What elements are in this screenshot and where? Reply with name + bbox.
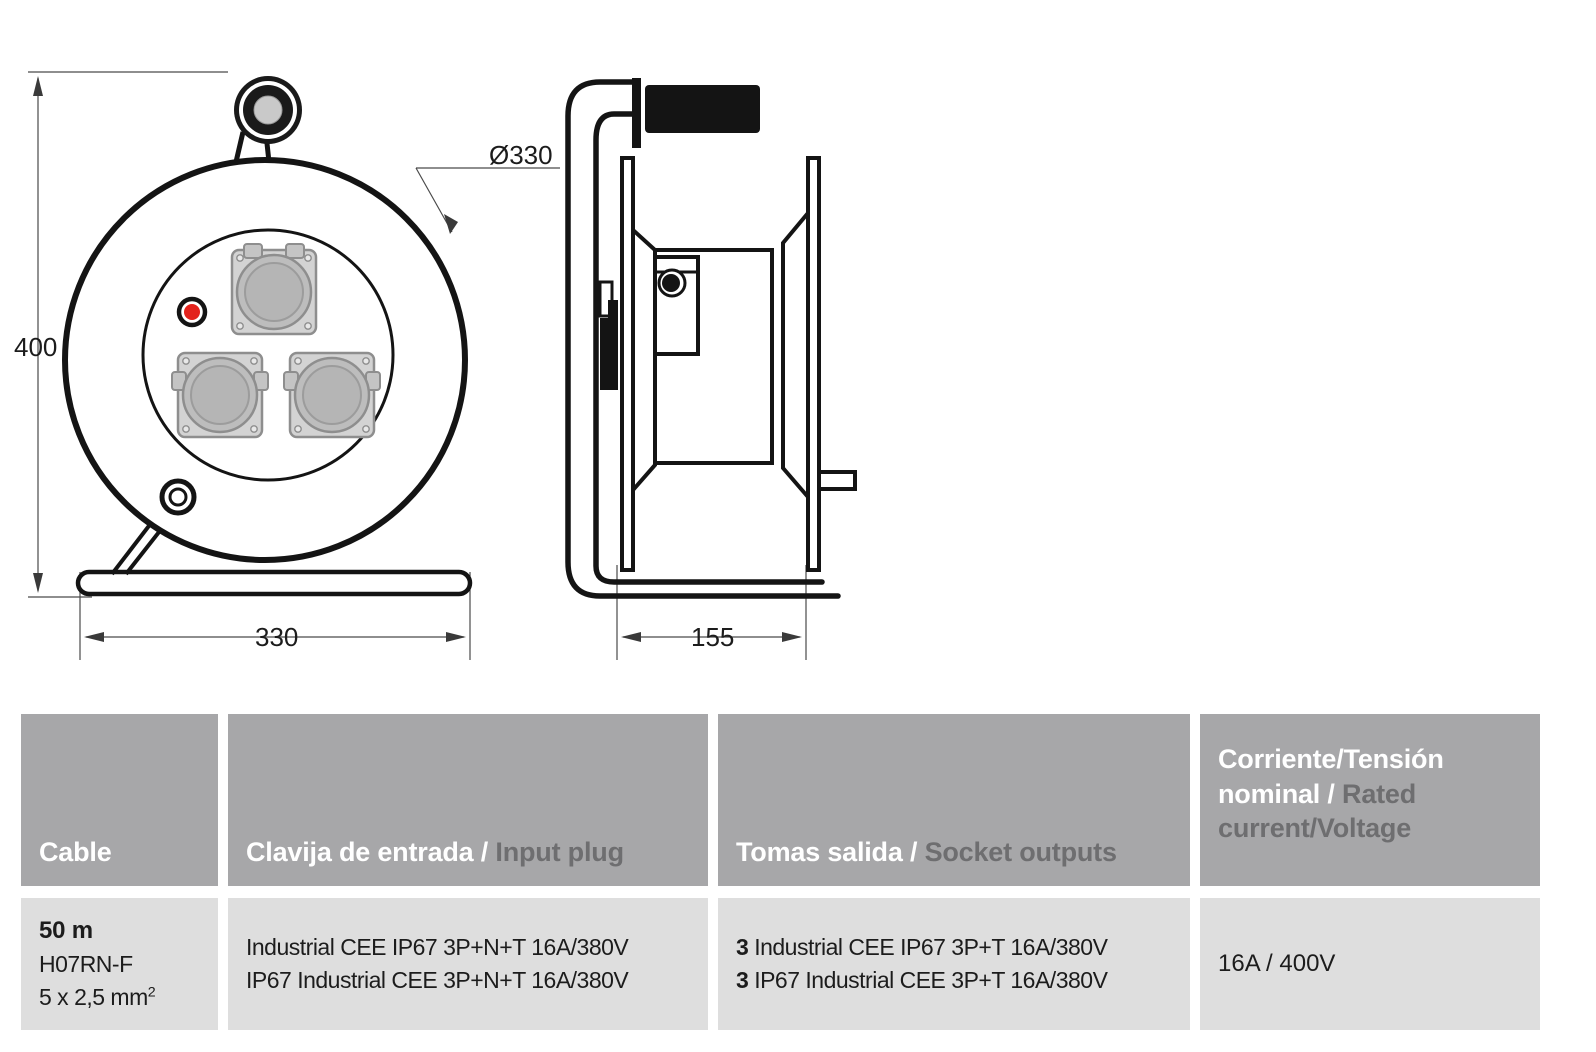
- socket-outputs-count-es: 3: [736, 934, 749, 961]
- handle-grip: [645, 85, 760, 133]
- socket-screw-br: [362, 425, 370, 433]
- table-header-socket-outputs: Tomas salida / Socket outputs: [718, 714, 1190, 886]
- side-foot-peg: [817, 470, 857, 491]
- technical-drawing: 400 Ø330 330 155: [14, 71, 857, 660]
- header-en-rated: Rated current/Voltage: [1218, 778, 1417, 844]
- header-es-cable: Cable: [39, 837, 112, 868]
- indicator-lens: [184, 304, 200, 320]
- arrow-400-top: [33, 76, 43, 96]
- socket-screw-tr: [362, 357, 370, 365]
- table-cell-input-plug: Industrial CEE IP67 3P+N+T 16A/380V IP67…: [228, 898, 708, 1030]
- socket-screw-bl: [236, 322, 244, 330]
- arrow-400-bottom: [33, 573, 43, 593]
- side-view: [565, 78, 857, 599]
- cable-section: 5 x 2,5 mm2: [39, 984, 156, 1011]
- header-text-socket-outputs: Tomas salida / Socket outputs: [736, 835, 1117, 870]
- socket-outputs-en-row: 3 IP67 Industrial CEE 3P+T 16A/380V: [736, 964, 1172, 997]
- red-indicator-light: [176, 296, 208, 328]
- table-cell-rated: 16A / 400V: [1200, 898, 1540, 1030]
- drawing-svg: [28, 71, 857, 660]
- dimension-label-width: 330: [255, 622, 299, 652]
- header-en-socket-outputs: Socket outputs: [924, 837, 1117, 868]
- socket-screw-br: [304, 322, 312, 330]
- socket-outlet-bottom-left: [171, 351, 269, 439]
- header-text-input-plug: Clavija de entrada / Input plug: [246, 835, 624, 870]
- eyelet-ring: [159, 478, 197, 516]
- frame-outer-tube: [565, 79, 841, 599]
- socket-screw-tl: [182, 357, 190, 365]
- socket-face: [190, 365, 250, 425]
- drum-flange-right: [806, 156, 821, 572]
- front-stand: [75, 569, 473, 597]
- header-es-input-plug: Clavija de entrada: [246, 837, 474, 868]
- frame-inner-tube: [593, 111, 825, 585]
- specification-table: Cable Clavija de entrada / Input plug To…: [21, 714, 1540, 1030]
- socket-screw-tr: [304, 254, 312, 262]
- side-gland-nub: [608, 300, 618, 322]
- base-bar: [75, 569, 473, 597]
- socket-clip-right: [285, 243, 305, 259]
- socket-screw-tl: [294, 357, 302, 365]
- front-view: [62, 76, 473, 597]
- socket-outlet-top: [230, 243, 318, 336]
- socket-outputs-count-en: 3: [736, 967, 749, 993]
- dimension-label-depth: 155: [691, 622, 735, 652]
- dimension-label-height: 400: [14, 332, 58, 362]
- table-cell-socket-outputs: 3 Industrial CEE IP67 3P+T 16A/380V 3 IP…: [718, 898, 1190, 1030]
- socket-face: [244, 262, 304, 322]
- handle-post: [632, 78, 641, 148]
- header-text-cable: Cable: [39, 835, 112, 870]
- header-sep-rated: /: [1320, 778, 1343, 809]
- drum-flange-left: [620, 156, 635, 572]
- socket-clip-left: [243, 243, 263, 259]
- table-header-cable: Cable: [21, 714, 218, 886]
- table-header-input-plug: Clavija de entrada / Input plug: [228, 714, 708, 886]
- socket-screw-br: [250, 425, 258, 433]
- arrow-155-left: [621, 632, 641, 642]
- dimension-arrowheads: [33, 76, 802, 642]
- arrow-155-right: [782, 632, 802, 642]
- arrow-330-left: [84, 632, 104, 642]
- socket-screw-tl: [236, 254, 244, 262]
- cable-length: 50 m: [39, 917, 93, 945]
- arrow-diameter-leader: [444, 214, 458, 234]
- header-sep-input-plug: /: [473, 837, 496, 868]
- input-plug-es: Industrial CEE IP67 3P+N+T 16A/380V: [246, 934, 629, 961]
- socket-outputs-es-row: 3 Industrial CEE IP67 3P+T 16A/380V: [736, 931, 1172, 964]
- table-header-rated: Corriente/Tensión nominal / Rated curren…: [1200, 714, 1540, 886]
- crank-knob: [234, 76, 302, 144]
- header-sep-socket-outputs: /: [902, 837, 925, 868]
- header-es-socket-outputs: Tomas salida: [736, 837, 903, 868]
- crank-arm-left: [233, 131, 246, 163]
- header-es-rated: Corriente/Tensión nominal: [1218, 744, 1444, 809]
- socket-outputs-en: IP67 Industrial CEE 3P+T 16A/380V: [754, 967, 1108, 993]
- eyelet-inner: [168, 487, 188, 507]
- socket-screw-tr: [250, 357, 258, 365]
- hub-right-taper: [781, 211, 810, 499]
- socket-outputs-es: Industrial CEE IP67 3P+T 16A/380V: [754, 934, 1108, 961]
- rated-value: 16A / 400V: [1218, 949, 1336, 977]
- socket-face: [302, 365, 362, 425]
- side-gland-block: [600, 318, 618, 390]
- input-plug-en: IP67 Industrial CEE 3P+N+T 16A/380V: [246, 967, 629, 993]
- cable-type: H07RN-F: [39, 951, 133, 978]
- side-socket-inner: [662, 274, 680, 292]
- dimension-lines: [28, 71, 807, 660]
- table-cell-cable: 50 m H07RN-F 5 x 2,5 mm2: [21, 898, 218, 1030]
- socket-screw-bl: [294, 425, 302, 433]
- header-text-rated: Corriente/Tensión nominal / Rated curren…: [1218, 742, 1522, 846]
- dimension-label-diameter: Ø330: [489, 140, 553, 170]
- socket-outlet-bottom-right: [283, 351, 381, 439]
- hub-left-taper: [631, 228, 657, 492]
- leader-slant-dia: [415, 167, 453, 233]
- arrow-330-right: [446, 632, 466, 642]
- socket-screw-bl: [182, 425, 190, 433]
- header-en-input-plug: Input plug: [495, 837, 624, 868]
- crank-knob-center: [253, 95, 283, 125]
